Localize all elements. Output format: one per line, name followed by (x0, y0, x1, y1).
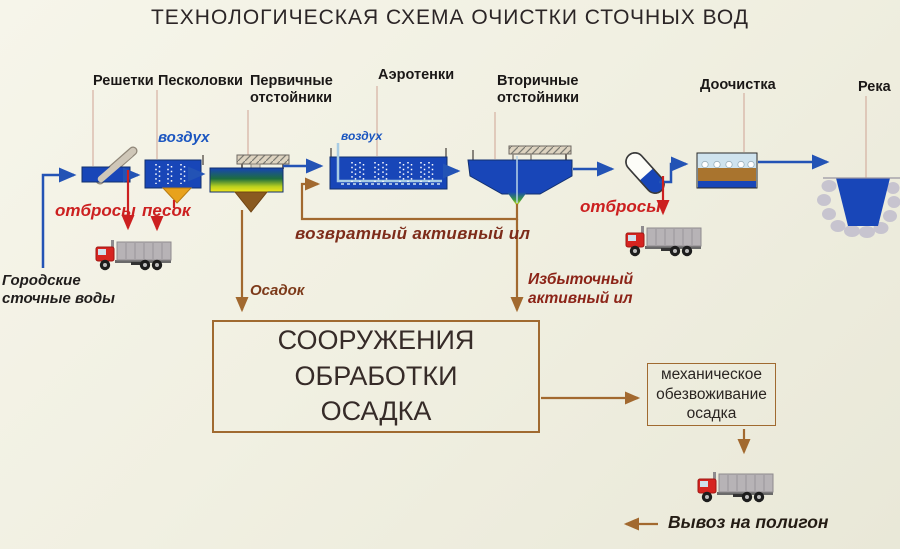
disinfection-capsule-icon (625, 152, 665, 194)
flow-lines-waste (121, 170, 670, 232)
river-icon (817, 177, 900, 238)
secondary-clarifier-icon (467, 145, 573, 206)
sand-label: песок (142, 201, 191, 220)
stage-label-river: Река (858, 79, 891, 95)
screens-unit-icon (81, 146, 138, 185)
stage-label-aeration: Аэротенки (378, 67, 455, 83)
flow-lines-sludge (235, 177, 751, 531)
air-label-aeration: воздух (341, 129, 383, 143)
tertiary-filter-icon (696, 152, 758, 189)
landfill-label: Вывоз на полигон (668, 512, 829, 532)
sludge-treatment-box: СООРУЖЕНИЯ ОБРАБОТКИ ОСАДКА (212, 320, 540, 433)
sediment-label: Осадок (250, 282, 305, 299)
screenings-label-1: отбросы (55, 201, 136, 220)
dump-truck-icon (697, 471, 774, 503)
stage-label-secondary: Вторичные отстойники (497, 73, 579, 107)
grit-chamber-icon (144, 155, 204, 204)
dump-truck-icon (95, 239, 172, 271)
stage-label-tertiary: Доочистка (700, 77, 776, 93)
influent-label: Городские сточные воды (2, 272, 115, 308)
air-label-grit: воздух (158, 129, 210, 146)
aeration-tank-icon (329, 143, 448, 190)
mech-dewatering-box: механическое обезвоживание осадка (647, 363, 776, 426)
flow-lines-water (41, 154, 830, 268)
dump-truck-icon (625, 225, 702, 257)
excess-sludge-label: Избыточный активный ил (528, 271, 634, 307)
stage-label-grit: Песколовки (158, 73, 243, 89)
stage-label-screens: Решетки (93, 73, 154, 89)
page-title: ТЕХНОЛОГИЧЕСКАЯ СХЕМА ОЧИСТКИ СТОЧНЫХ ВО… (150, 6, 750, 29)
primary-clarifier-icon (209, 154, 290, 213)
label-leader-lines (92, 86, 867, 179)
return-sludge-label: возвратный активный ил (295, 224, 531, 243)
screenings-label-2: отбросы (580, 197, 661, 216)
stage-label-primary: Первичные отстойники (250, 73, 333, 107)
